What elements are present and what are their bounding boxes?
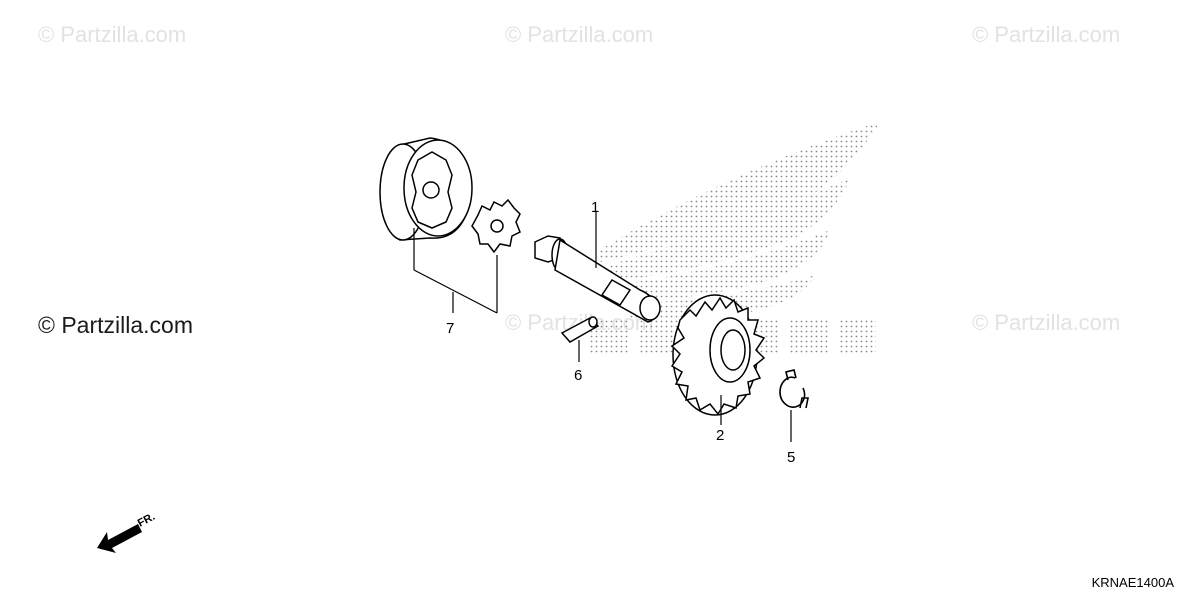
honda-wing-logo: [590, 122, 880, 354]
fr-label: FR.: [136, 511, 157, 530]
watermark: © Partzilla.com: [972, 310, 1121, 335]
callout-1: 1: [591, 199, 599, 216]
pin-part: [560, 316, 600, 343]
callout-7: 7: [446, 320, 454, 337]
front-direction-arrow: FR.: [97, 511, 157, 553]
callout-6: 6: [574, 367, 582, 384]
inner-rotor-part: [471, 198, 521, 254]
diagram-code: KRNAE1400A: [1091, 575, 1174, 590]
watermark: © Partzilla.com: [38, 22, 187, 47]
callout-5: 5: [787, 449, 795, 466]
watermark: © Partzilla.com: [505, 22, 654, 47]
outer-rotor-part: [379, 137, 473, 241]
watermark: © Partzilla.com: [972, 22, 1121, 47]
gear-part: [670, 294, 766, 416]
leader-lines: [413, 212, 792, 442]
callout-2: 2: [716, 427, 724, 444]
watermark-main: © Partzilla.com: [38, 312, 193, 338]
clip-part: [779, 369, 809, 409]
shaft-part: [534, 235, 661, 323]
